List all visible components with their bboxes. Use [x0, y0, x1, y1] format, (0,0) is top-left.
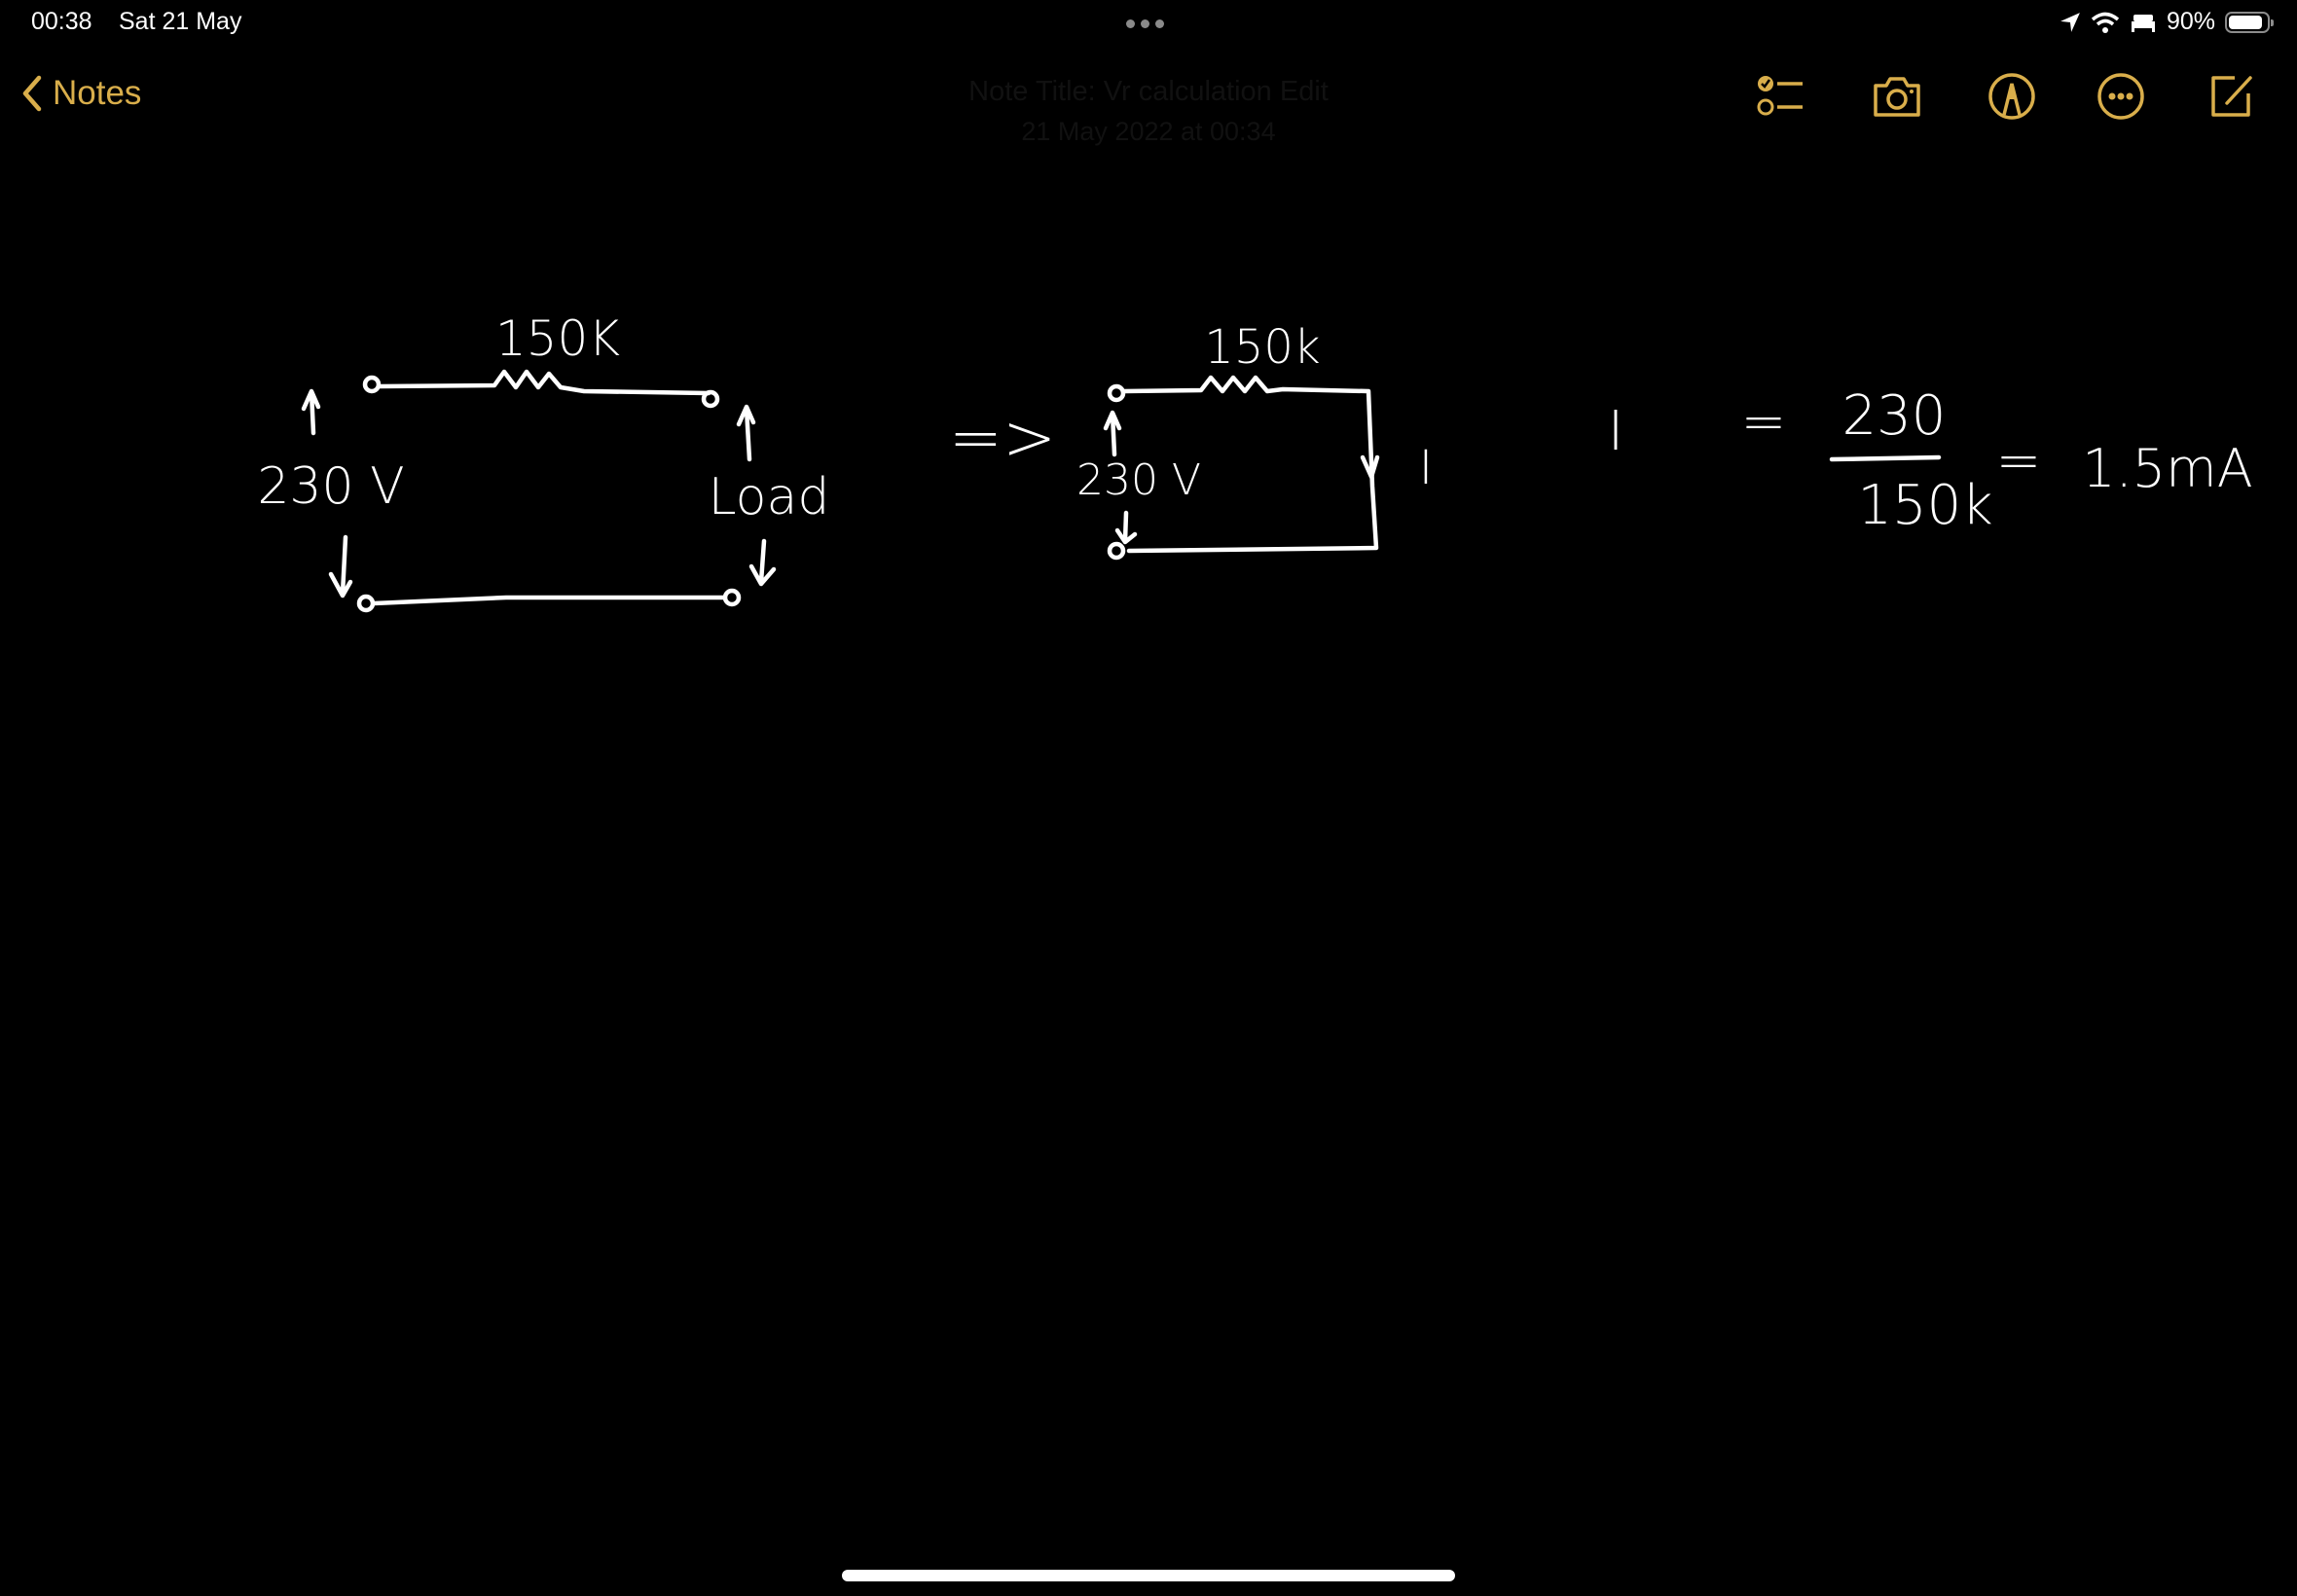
current-equation: I = 230 150k = 1.5mA — [1608, 384, 2253, 537]
chevron-left-icon — [22, 75, 42, 112]
resistor-label: 150K — [495, 310, 620, 367]
back-to-notes-button[interactable]: Notes — [21, 74, 141, 113]
battery-percentage: 90% — [2166, 8, 2215, 35]
location-arrow-icon — [2060, 12, 2080, 32]
compose-icon[interactable] — [2206, 70, 2258, 123]
home-indicator[interactable] — [842, 1570, 1455, 1581]
wire-with-resistor — [377, 369, 711, 396]
markup-pen-icon[interactable] — [1986, 70, 2038, 123]
terminal — [1107, 383, 1126, 403]
arrow-up — [736, 404, 756, 462]
left-circuit: 150K 230 V Load — [257, 310, 830, 613]
note-date: 21 May 2022 at 00:34 — [1021, 117, 1276, 146]
right-circuit: 150k 230 V I — [1076, 320, 1433, 561]
implies-arrow: => — [949, 400, 1057, 475]
wire-with-resistor — [1121, 375, 1379, 554]
equals-sign: = — [1741, 390, 1787, 453]
terminal — [362, 375, 382, 394]
denominator: 150k — [1857, 474, 1992, 537]
multitasking-dots-icon[interactable] — [1126, 19, 1164, 28]
wire — [371, 595, 727, 606]
result: 1.5mA — [2082, 438, 2252, 499]
arrow-up — [301, 388, 321, 436]
note-title[interactable]: Note Title: Vr calculation Edit — [968, 76, 1329, 107]
terminal — [1107, 541, 1126, 561]
camera-icon[interactable] — [1871, 70, 1923, 123]
numerator: 230 — [1842, 384, 1947, 448]
back-label: Notes — [53, 74, 142, 112]
arrow-down — [328, 534, 353, 598]
equals-sign: = — [1996, 429, 2042, 492]
checklist-icon[interactable] — [1754, 70, 1806, 123]
status-date: Sat 21 May — [119, 8, 242, 35]
battery-icon — [2225, 11, 2274, 33]
terminal — [722, 588, 742, 607]
arrow-up — [1103, 410, 1122, 457]
wifi-icon — [2091, 12, 2120, 33]
arrow-down — [748, 538, 777, 587]
status-time: 00:38 — [31, 8, 92, 35]
fraction-bar — [1829, 454, 1942, 462]
equation-lhs: I — [1608, 400, 1624, 463]
sleep-focus-bed-icon — [2131, 14, 2155, 32]
resistor-label: 150k — [1204, 320, 1320, 375]
load-label: Load — [709, 468, 830, 526]
more-icon[interactable] — [2095, 70, 2147, 123]
source-voltage-label: 230 V — [257, 457, 404, 516]
status-indicators: 90% — [2060, 8, 2274, 36]
current-label: I — [1419, 441, 1433, 495]
current-arrow — [1360, 454, 1380, 480]
arrow-down — [1114, 510, 1138, 545]
source-voltage-label: 230 V — [1076, 455, 1201, 505]
terminal — [701, 389, 720, 409]
terminal — [356, 594, 376, 613]
